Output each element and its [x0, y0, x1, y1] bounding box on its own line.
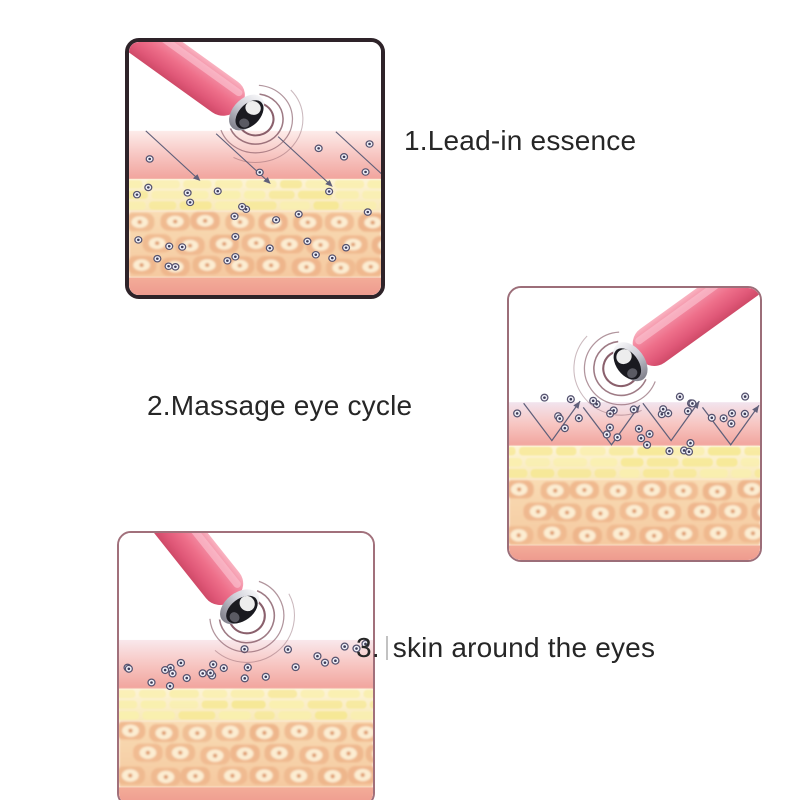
- step-3-number: 3.: [356, 632, 380, 663]
- step-2-caption: 2.Massage eye cycle: [147, 390, 413, 422]
- step-2-number: 2.: [147, 390, 171, 421]
- massager-on-skin-cross-section-icon: [129, 42, 381, 295]
- massager-on-skin-cross-section-icon: [509, 288, 760, 560]
- massager-on-skin-cross-section-icon: [119, 533, 373, 800]
- step-1-caption: 1.Lead-in essence: [404, 125, 637, 157]
- step-3-caption: 3. skin around the eyes: [356, 632, 656, 664]
- step-3-illustration-panel: [117, 531, 375, 800]
- step-2-illustration-panel: [507, 286, 762, 562]
- step-3-label: skin around the eyes: [392, 632, 656, 663]
- step-2-label: Massage eye cycle: [170, 390, 413, 421]
- step-1-label: Lead-in essence: [427, 125, 637, 156]
- step-1-number: 1.: [404, 125, 428, 156]
- step-1-illustration-panel: [125, 38, 385, 299]
- text-cursor-artifact: [385, 636, 388, 660]
